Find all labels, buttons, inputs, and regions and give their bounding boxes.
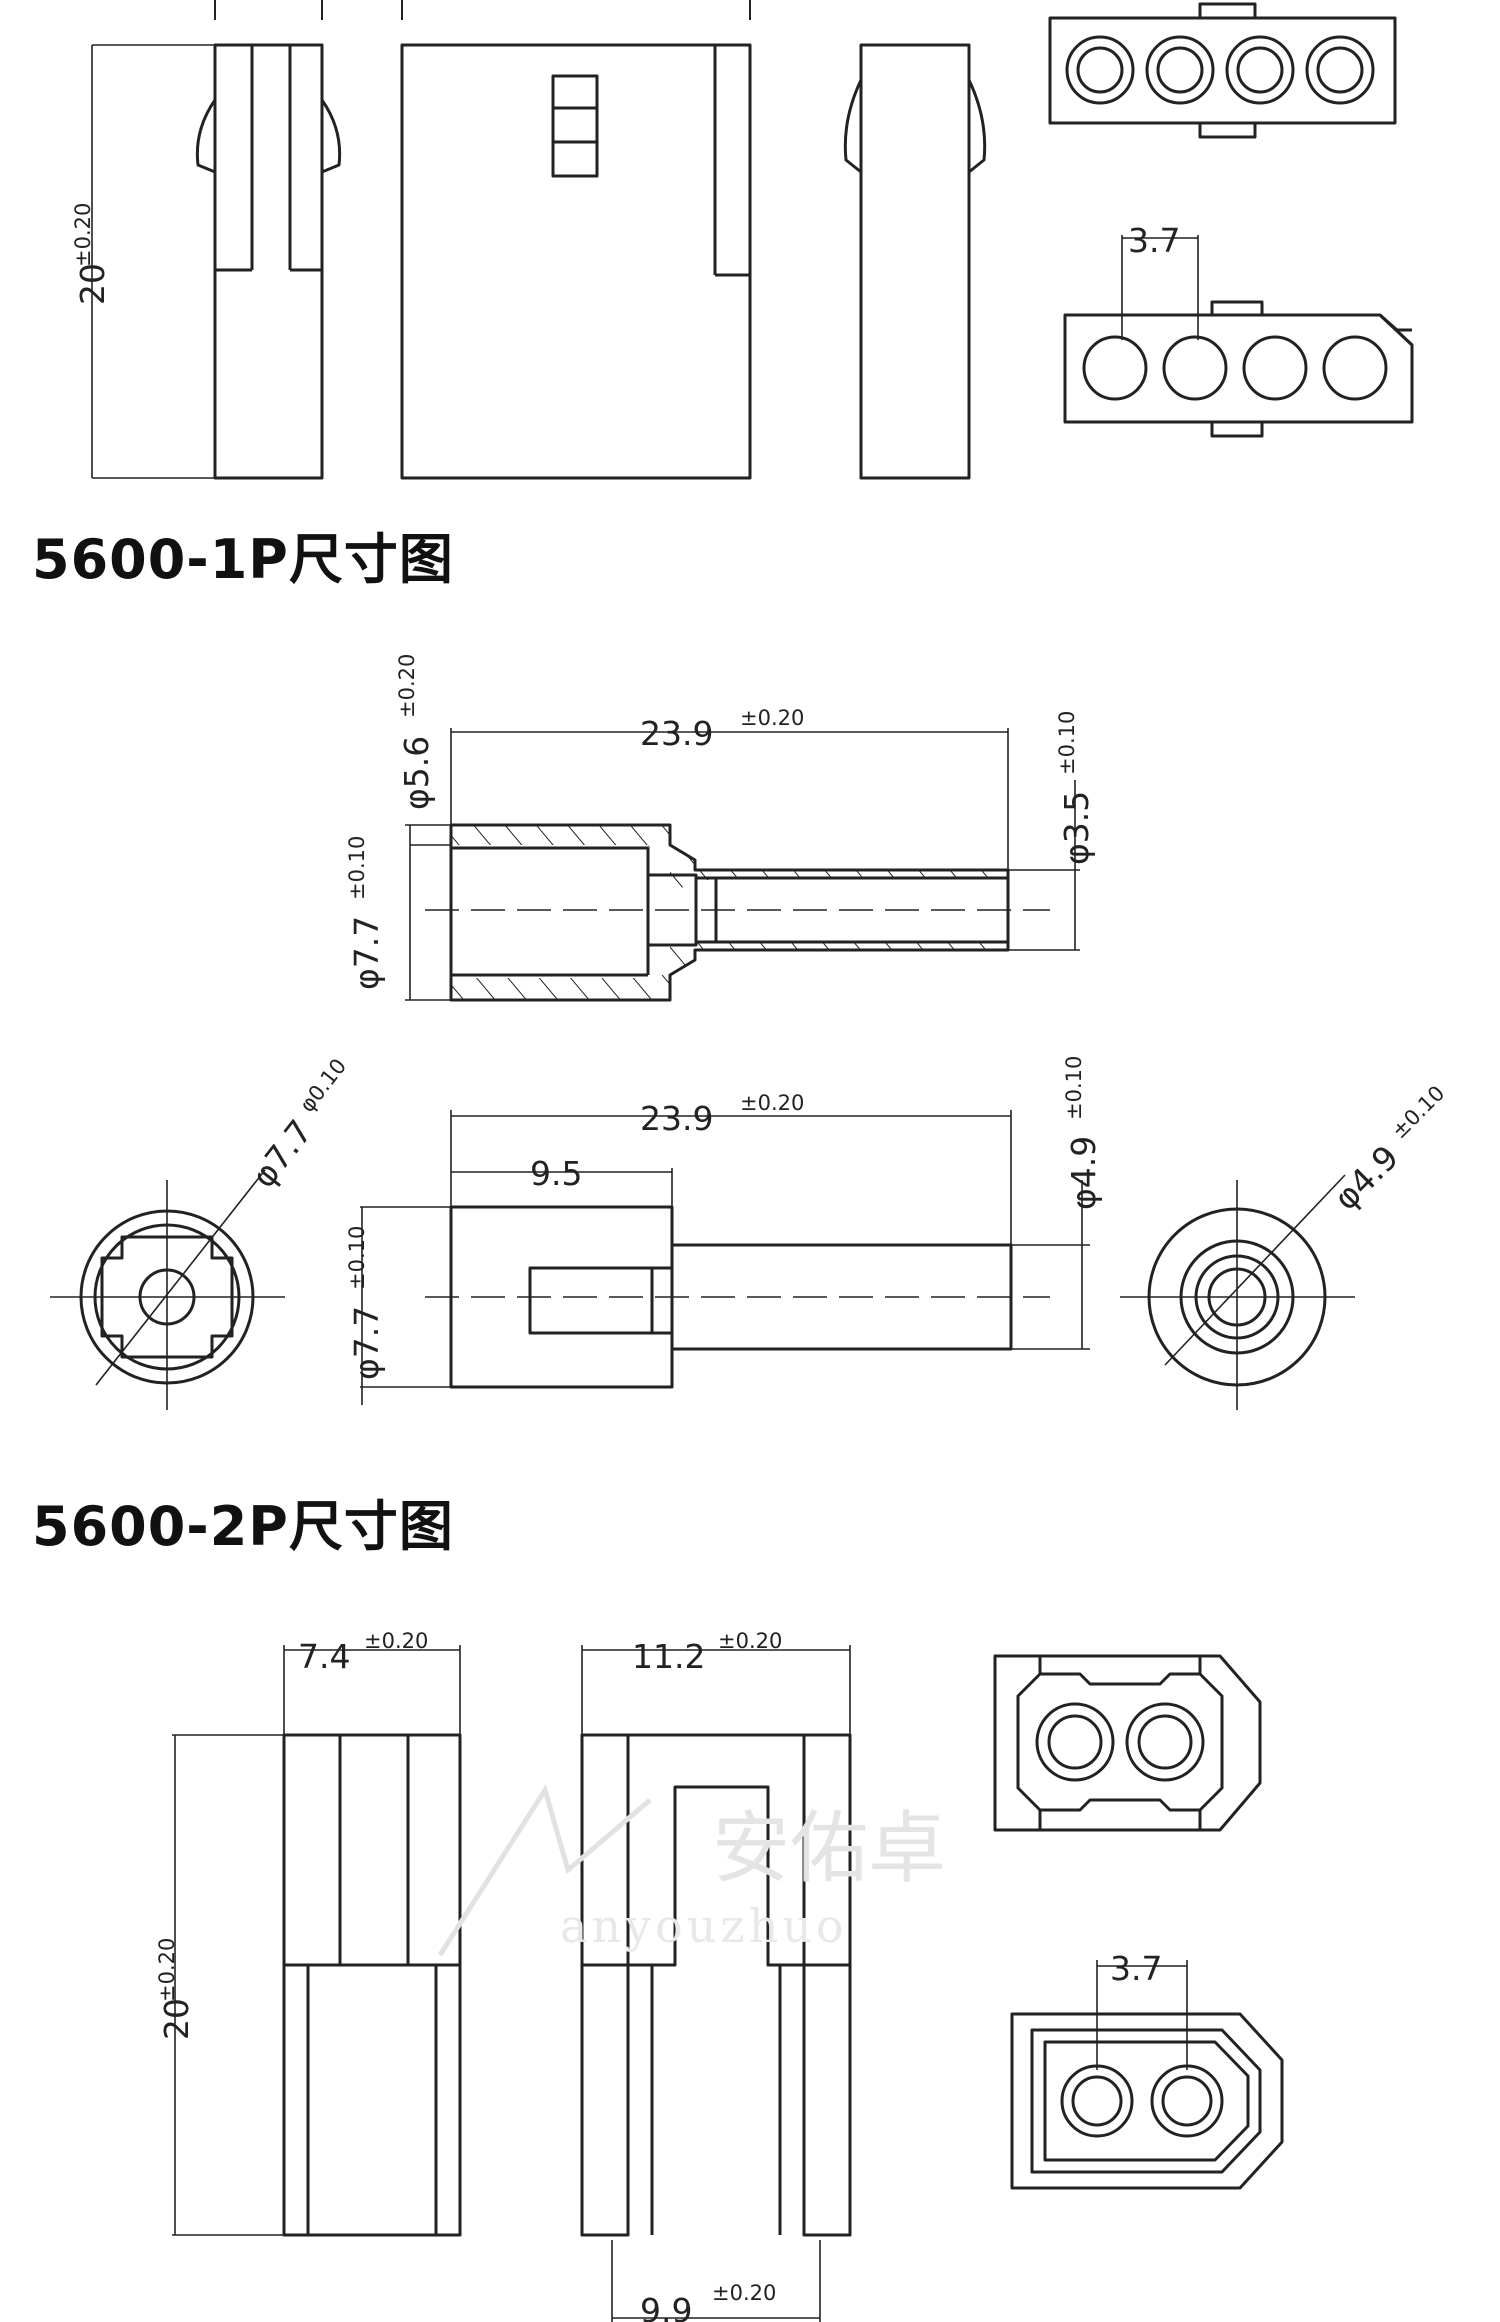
label-2p-width-tol: ±0.20	[364, 1629, 428, 1653]
label-male-pin-dia: φ4.9 ±0.10	[1062, 1056, 1103, 1210]
watermark: 安佑卓 anyouzhuo	[437, 1783, 946, 1957]
label-female-inner-dia-tol: ±0.20	[395, 654, 419, 718]
label-female-length: 23.9	[640, 714, 713, 753]
label-female-outer-dia-tol: ±0.10	[345, 836, 369, 900]
label-male-outer-dia-value: φ7.7	[347, 1306, 386, 1380]
label-female-outer-dia: φ7.7 ±0.10	[345, 836, 386, 990]
label-male-outer-dia-tol: ±0.10	[345, 1226, 369, 1290]
label-female-inner-dia-value: φ5.6	[397, 736, 436, 810]
label-male-length: 23.9	[640, 1099, 713, 1138]
label-female-length-tol: ±0.20	[740, 706, 804, 730]
label-male-length-tol: ±0.20	[740, 1091, 804, 1115]
label-2p-bottom-tol: ±0.20	[712, 2281, 776, 2305]
dim-4p-height	[91, 44, 215, 479]
label-4p-height: 20 ±0.20	[71, 203, 112, 305]
label-2p-height-tol: ±0.20	[155, 1938, 179, 2002]
housing-2p-top-end	[993, 1654, 1262, 1832]
male-terminal-right-end	[1120, 1174, 1355, 1410]
label-male-left-end-dia: φ7.7 φ0.10	[244, 1054, 352, 1195]
housing-2p-side-view	[282, 1733, 462, 2237]
label-4p-height-tol: ±0.20	[71, 203, 95, 267]
housing-2p-bottom-end	[1010, 2012, 1284, 2190]
label-4p-height-value: 20	[73, 263, 112, 305]
housing-4p-top-end	[1048, 2, 1397, 139]
dim-4p-pitch	[1121, 235, 1199, 340]
housing-4p-front-view	[400, 0, 752, 480]
label-female-pin-dia: φ3.5 ±0.10	[1055, 711, 1096, 865]
label-2p-length: 11.2	[632, 1637, 705, 1676]
watermark-cn: 安佑卓	[712, 1804, 946, 1894]
female-dims	[405, 728, 1080, 1001]
female-terminal-section	[449, 823, 1010, 1002]
label-male-left-end-dia-tol: φ0.10	[295, 1054, 351, 1117]
male-terminal-left-end	[50, 1169, 285, 1410]
label-2p-height: 20 ±0.20	[155, 1938, 196, 2040]
label-male-pin-dia-tol: ±0.10	[1062, 1056, 1086, 1120]
label-2p-height-value: 20	[157, 1998, 196, 2040]
label-male-right-end-dia-tol: ±0.10	[1387, 1081, 1449, 1143]
label-male-right-end-dia-value: φ4.9	[1326, 1138, 1406, 1218]
housing-2p-front-view	[580, 1733, 852, 2237]
label-2p-width: 7.4	[298, 1637, 350, 1676]
label-4p-pitch: 3.7	[1128, 221, 1180, 260]
male-dims	[360, 1110, 1090, 1405]
label-female-inner-dia: φ5.6 ±0.20	[395, 654, 436, 810]
label-male-right-end-dia: φ4.9 ±0.10	[1326, 1081, 1449, 1218]
label-female-pin-dia-value: φ3.5	[1057, 791, 1096, 865]
label-female-pin-dia-tol: ±0.10	[1055, 711, 1079, 775]
housing-2p-dims	[172, 1645, 1188, 2322]
title-5600-2p: 5600-2P尺寸图	[32, 1495, 454, 1558]
housing-4p-bottom-end	[1063, 300, 1414, 438]
label-male-pin-dia-value: φ4.9	[1064, 1136, 1103, 1210]
label-2p-length-tol: ±0.20	[718, 1629, 782, 1653]
label-2p-bottom: 9.9	[640, 2291, 692, 2322]
housing-4p-side-view	[195, 0, 342, 480]
label-male-barrel-len: 9.5	[530, 1154, 582, 1193]
title-5600-1p: 5600-1P尺寸图	[32, 528, 454, 591]
label-male-outer-dia: φ7.7 ±0.10	[345, 1226, 386, 1380]
watermark-en: anyouzhuo	[560, 1899, 848, 1953]
label-female-outer-dia-value: φ7.7	[347, 916, 386, 990]
label-2p-pitch: 3.7	[1110, 1949, 1162, 1988]
housing-4p-back-view	[843, 43, 987, 480]
